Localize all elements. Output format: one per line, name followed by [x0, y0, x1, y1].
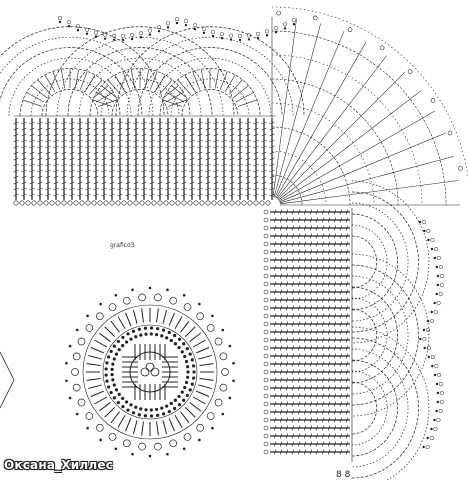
left-edge-arrow [0, 351, 15, 409]
author-signature: Оксана_Хиллес [4, 458, 114, 472]
corner-mark: 8 8 [336, 470, 351, 480]
chart-caption: graficoЗ [110, 242, 135, 249]
motif-round-chart [65, 286, 235, 458]
top-edging-chart [0, 15, 305, 206]
corner-fan-chart [271, 6, 468, 206]
right-edging-chart [263, 180, 444, 480]
